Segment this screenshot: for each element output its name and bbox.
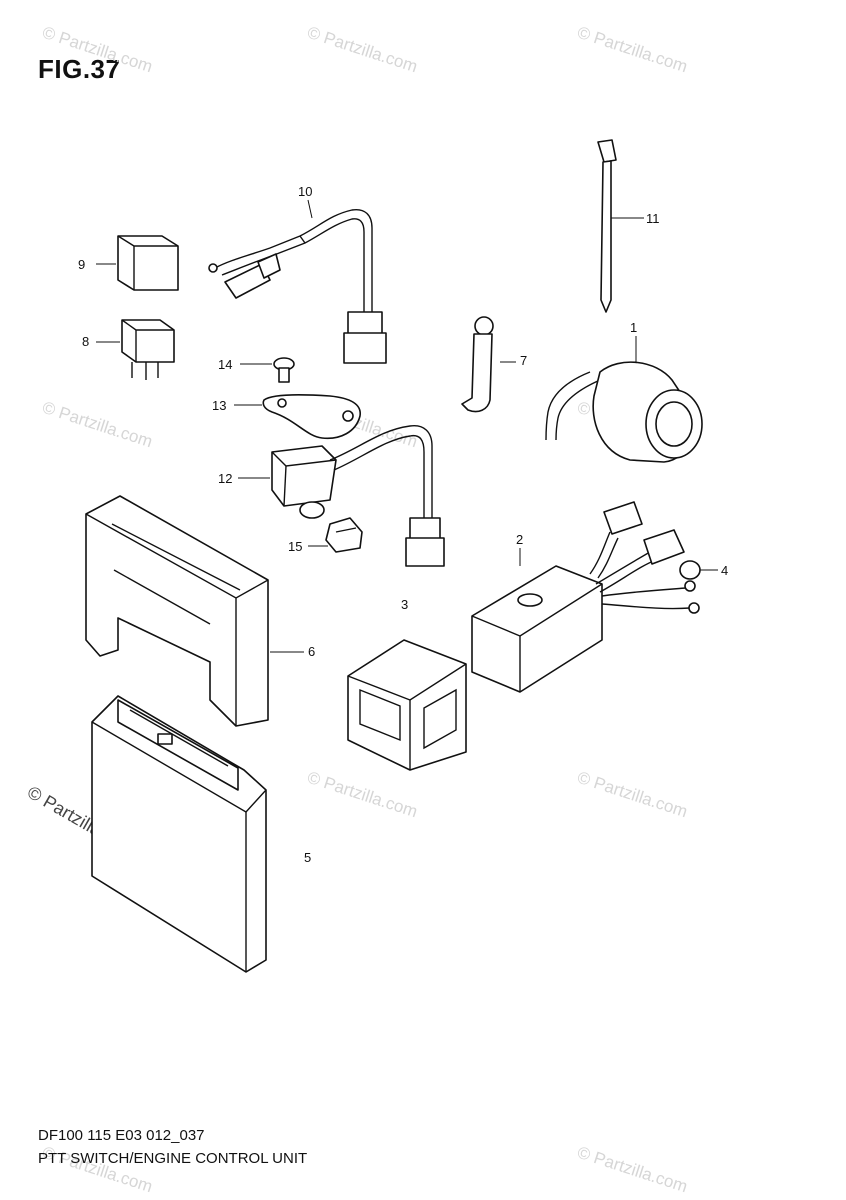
part-2-module [471, 501, 700, 693]
part-12-ptt-switch [238, 425, 445, 567]
part-13-bracket [234, 394, 361, 440]
callout-12: 12 [218, 471, 232, 486]
part-4-cap [679, 560, 718, 580]
part-10-harness [208, 199, 387, 364]
part-9-relay [96, 235, 179, 291]
callout-14: 14 [218, 357, 232, 372]
part-15-clip [308, 517, 363, 553]
diagram-code: DF100 115 E03 012_037 [38, 1127, 205, 1144]
part-3-cover [347, 639, 467, 771]
diagram-name: PTT SWITCH/ENGINE CONTROL UNIT [38, 1150, 308, 1167]
callout-5: 5 [304, 850, 311, 865]
callout-15: 15 [288, 539, 302, 554]
part-14-screw [240, 357, 295, 383]
part-7-cable [461, 316, 516, 413]
callout-6: 6 [308, 644, 315, 659]
callout-3: 3 [401, 597, 408, 612]
callout-4: 4 [721, 563, 728, 578]
callout-8: 8 [82, 334, 89, 349]
callout-9: 9 [78, 257, 85, 272]
callout-11: 11 [646, 211, 660, 226]
callout-13: 13 [212, 398, 226, 413]
callout-10: 10 [298, 184, 312, 199]
part-11-cable-tie [597, 139, 644, 313]
callout-1: 1 [630, 320, 637, 335]
callout-2: 2 [516, 532, 523, 547]
part-8-relay [96, 319, 175, 380]
part-5-ecu [91, 695, 267, 973]
figure-title: FIG.37 [38, 54, 121, 84]
part-1-switch [545, 336, 703, 463]
callout-7: 7 [520, 353, 527, 368]
part-6-holder [85, 495, 304, 727]
